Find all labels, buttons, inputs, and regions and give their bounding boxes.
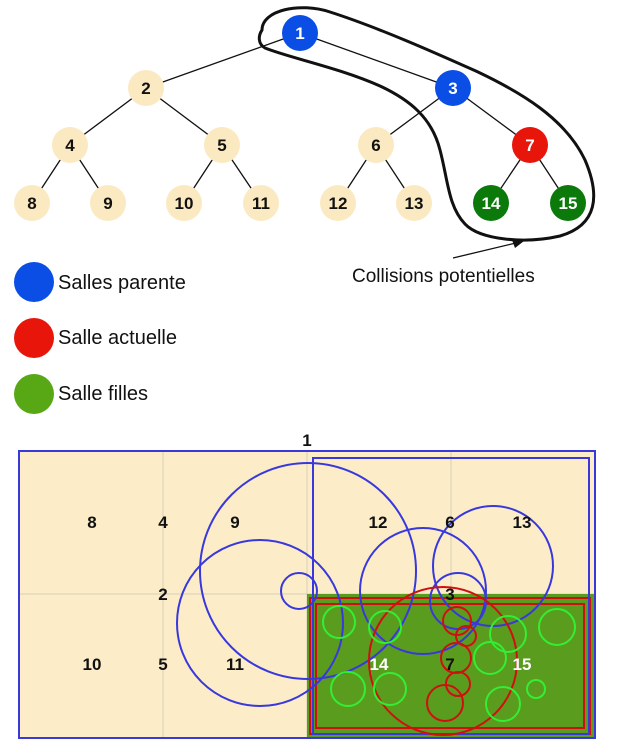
map-label: 13 <box>513 513 532 532</box>
child-room-circle <box>538 608 576 646</box>
map-label: 4 <box>158 513 168 532</box>
tree-node-15 <box>550 185 586 221</box>
current-room-circle <box>426 684 464 722</box>
tree-node-label-10: 10 <box>175 194 194 213</box>
tree-node-label-6: 6 <box>371 136 380 155</box>
root-room-outline <box>18 450 596 739</box>
parent-room-circle <box>176 539 344 707</box>
tree-node-label-12: 12 <box>329 194 348 213</box>
tree-node-8 <box>14 185 50 221</box>
parent-room-circle <box>199 462 417 680</box>
tree-node-label-2: 2 <box>141 79 150 98</box>
tree-node-3 <box>435 70 471 106</box>
map-label: 12 <box>369 513 388 532</box>
map-label: 14 <box>370 655 389 674</box>
tree-node-label-15: 15 <box>559 194 578 213</box>
map-label: 8 <box>87 513 96 532</box>
tree-node-10 <box>166 185 202 221</box>
tree-node-label-11: 11 <box>252 194 270 213</box>
tree-node-label-5: 5 <box>217 136 226 155</box>
map-label: 2 <box>158 585 167 604</box>
tree-node-label-8: 8 <box>27 194 36 213</box>
callout-arrow <box>452 241 521 259</box>
tree-node-11 <box>243 185 279 221</box>
current-room-circle <box>368 586 518 736</box>
child-room-circle <box>330 671 366 707</box>
map-label: 3 <box>445 585 454 604</box>
legend-label-current: Salle actuelle <box>58 327 177 349</box>
child-room-circle <box>373 672 407 706</box>
callout-label: Collisions potentielles <box>352 266 535 287</box>
tree-node-7 <box>512 127 548 163</box>
current-room-circle <box>455 625 477 647</box>
parent-room-circle <box>359 527 487 655</box>
legend-swatch-parent <box>14 262 54 302</box>
parent-room-circle <box>280 572 318 610</box>
child-room-circle <box>489 615 527 653</box>
map-label: 10 <box>83 655 102 674</box>
tree-node-4 <box>52 127 88 163</box>
map-label: 1 <box>302 431 311 450</box>
tree-node-label-7: 7 <box>525 136 534 155</box>
legend: Salles parente Salle actuelle Salle fill… <box>14 262 186 414</box>
legend-swatch-child <box>14 374 54 414</box>
tree-node-label-1: 1 <box>295 24 304 43</box>
tree-node-2 <box>128 70 164 106</box>
child-room-circle <box>485 686 521 722</box>
legend-label-parent: Salles parente <box>58 272 186 294</box>
child-room-circle <box>322 605 356 639</box>
legend-swatch-current <box>14 318 54 358</box>
tree-node-12 <box>320 185 356 221</box>
parent-room-circle <box>432 505 554 627</box>
legend-label-child: Salle filles <box>58 383 148 405</box>
tree-node-5 <box>204 127 240 163</box>
tree-node-label-9: 9 <box>103 194 112 213</box>
tree-node-1 <box>282 15 318 51</box>
map-label: 7 <box>445 655 454 674</box>
tree-node-13 <box>396 185 432 221</box>
tree-node-14 <box>473 185 509 221</box>
tree-node-label-4: 4 <box>65 136 75 155</box>
edge-1-3 <box>299 32 454 89</box>
collision-loop <box>257 6 596 242</box>
current-room-circle <box>445 671 471 697</box>
tree-node-9 <box>90 185 126 221</box>
current-room-outline <box>315 603 585 729</box>
child-room-circle <box>368 610 402 644</box>
map-label: 5 <box>158 655 167 674</box>
spatial-map: 1 8 4 9 12 6 13 2 3 10 5 11 14 7 15 <box>18 431 596 739</box>
child-room-circle <box>473 641 507 675</box>
child-room-circle <box>526 679 546 699</box>
callout-arrowhead <box>512 240 524 248</box>
map-label: 6 <box>445 513 454 532</box>
tree-node-label-14: 14 <box>482 194 501 213</box>
map-label: 9 <box>230 513 239 532</box>
map-label: 11 <box>226 655 244 674</box>
map-label: 15 <box>513 655 532 674</box>
tree-node-label-13: 13 <box>405 194 424 213</box>
tree-node-label-3: 3 <box>448 79 457 98</box>
edge-1-2 <box>145 32 301 89</box>
tree-node-6 <box>358 127 394 163</box>
